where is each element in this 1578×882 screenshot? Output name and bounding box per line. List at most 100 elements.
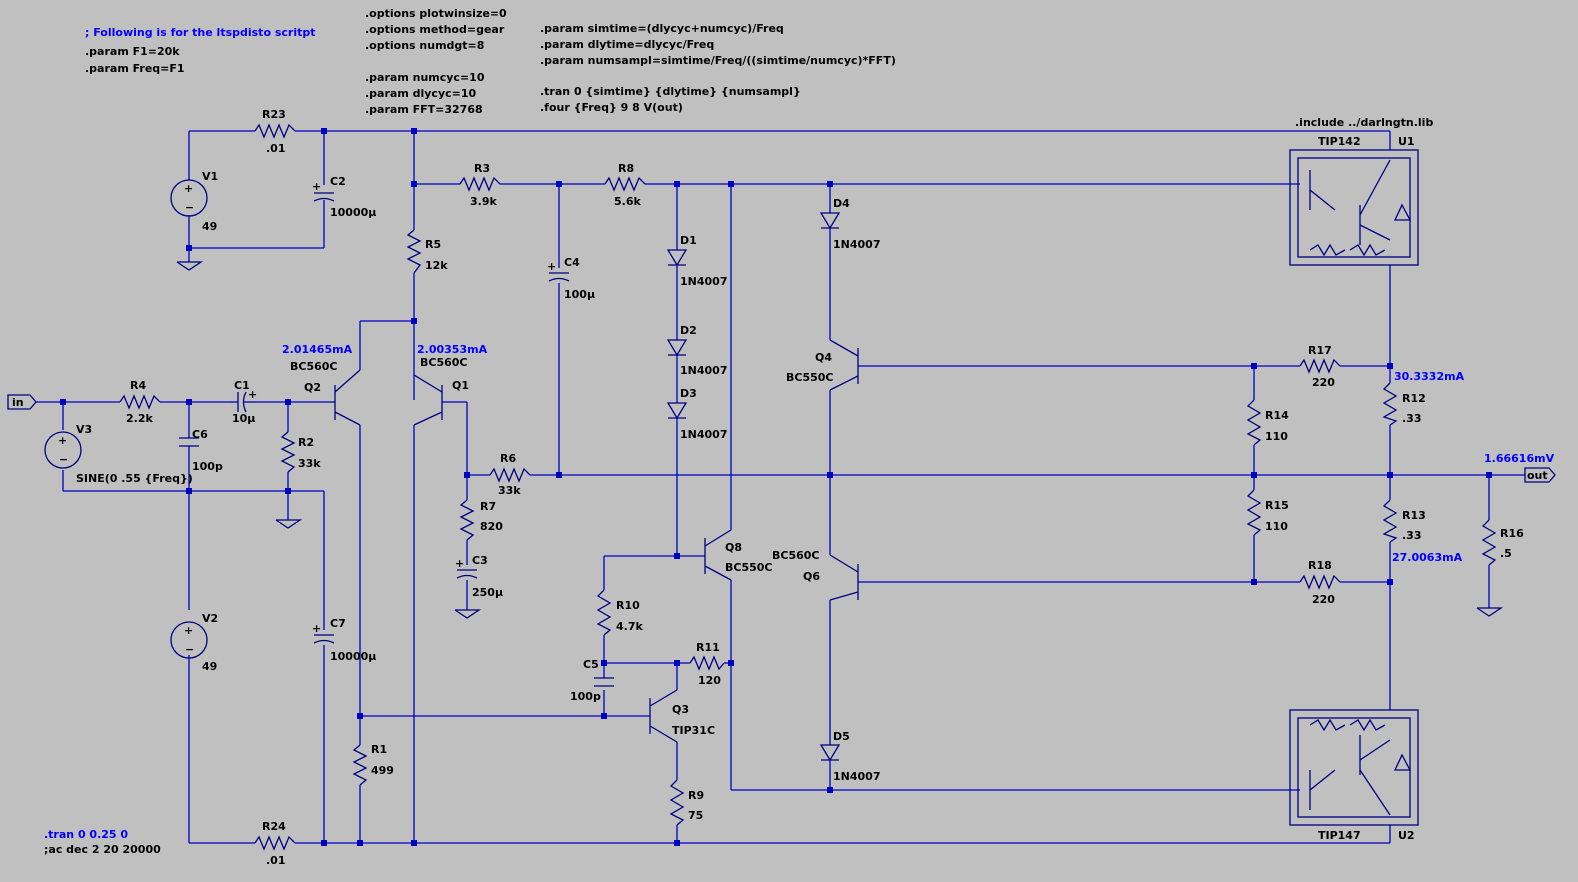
port-out[interactable]: out: [1524, 467, 1556, 483]
darlington-u2[interactable]: [1289, 709, 1419, 826]
label-r6: R6: [500, 452, 516, 465]
darlington-u1[interactable]: [1289, 149, 1419, 266]
label-r4: R4: [130, 379, 146, 392]
capacitor-c5[interactable]: [594, 677, 614, 687]
diode-d3[interactable]: [666, 402, 688, 420]
label-q1: Q1: [452, 379, 469, 392]
four-directive[interactable]: .four {Freq} 9 8 V(out): [540, 101, 683, 114]
label-v2: V2: [202, 612, 218, 625]
resistor-r3[interactable]: [459, 176, 501, 192]
resistor-r11[interactable]: [689, 655, 725, 671]
label-r10: R10: [616, 599, 640, 612]
param-dlycyc[interactable]: .param dlycyc=10: [365, 87, 477, 100]
capacitor-c3[interactable]: +: [455, 557, 478, 579]
resistor-r1[interactable]: [352, 744, 368, 786]
voltage-source-v2[interactable]: +−: [170, 621, 208, 659]
resistor-r6[interactable]: [489, 467, 531, 483]
diode-d5[interactable]: [819, 744, 841, 762]
resistor-r2[interactable]: [280, 431, 296, 473]
svg-text:+: +: [312, 180, 321, 193]
resistor-r15[interactable]: [1246, 489, 1262, 536]
resistor-r10[interactable]: [596, 589, 612, 636]
resistor-r12[interactable]: [1382, 382, 1398, 426]
transistor-q2[interactable]: [330, 369, 361, 426]
param-dlytime[interactable]: .param dlytime=dlycyc/Freq: [540, 38, 714, 51]
svg-text:+: +: [58, 434, 67, 447]
resistor-r7[interactable]: [459, 499, 475, 541]
diode-d2[interactable]: [666, 339, 688, 357]
resistor-r5[interactable]: [406, 229, 422, 274]
value-u2: TIP147: [1318, 829, 1361, 842]
svg-text:+: +: [455, 557, 464, 570]
resistor-r13[interactable]: [1382, 499, 1398, 543]
tran2-directive[interactable]: .tran 0 0.25 0: [44, 828, 128, 841]
svg-text:+: +: [184, 182, 193, 195]
diode-d1[interactable]: [666, 249, 688, 267]
port-in[interactable]: in: [7, 394, 37, 410]
transistor-q1[interactable]: [413, 374, 443, 426]
resistor-r23[interactable]: [254, 123, 296, 139]
label-d1: D1: [680, 234, 697, 247]
label-c3: C3: [472, 554, 488, 567]
include-directive[interactable]: .include ../darlngtn.lib: [1295, 116, 1433, 129]
label-r15: R15: [1265, 499, 1289, 512]
capacitor-c2[interactable]: +: [312, 180, 335, 202]
diode-d4[interactable]: [819, 212, 841, 230]
value-r12: .33: [1402, 412, 1422, 425]
value-v1: 49: [202, 220, 217, 233]
value-c3: 250µ: [472, 586, 503, 599]
label-r9: R9: [688, 789, 704, 802]
ac-comment[interactable]: ;ac dec 2 20 20000: [44, 843, 161, 856]
voltage-source-v3[interactable]: +−: [44, 431, 82, 469]
resistor-r8[interactable]: [604, 176, 646, 192]
label-q4: Q4: [815, 351, 832, 364]
option-method[interactable]: .options method=gear: [365, 23, 505, 36]
label-r18: R18: [1308, 559, 1332, 572]
label-d4: D4: [833, 197, 850, 210]
value-q2: BC560C: [290, 360, 338, 373]
resistor-r18[interactable]: [1299, 574, 1341, 590]
capacitor-c4[interactable]: +: [547, 260, 570, 282]
transistor-q6[interactable]: [829, 554, 859, 601]
param-numsampl[interactable]: .param numsampl=simtime/Freq/((simtime/n…: [540, 54, 896, 67]
value-q3: TIP31C: [672, 724, 715, 737]
wires: [36, 130, 1525, 844]
resistor-r14[interactable]: [1246, 399, 1262, 446]
value-r17: 220: [1312, 376, 1335, 389]
svg-text:−: −: [185, 201, 194, 214]
param-fft[interactable]: .param FFT=32768: [365, 103, 483, 116]
resistor-r16[interactable]: [1481, 519, 1497, 566]
resistor-r24[interactable]: [254, 835, 296, 851]
voltage-source-v1[interactable]: +−: [170, 179, 208, 217]
value-v3: SINE(0 .55 {Freq}): [76, 472, 193, 485]
ground-icon: [1476, 607, 1504, 617]
tran-directive[interactable]: .tran 0 {simtime} {dlytime} {numsampl}: [540, 85, 801, 98]
transistor-q3[interactable]: [649, 689, 678, 743]
label-c6: C6: [192, 428, 208, 441]
value-c1: 10µ: [232, 412, 255, 425]
port-out-label: out: [1527, 469, 1548, 482]
resistor-r4[interactable]: [119, 394, 161, 410]
capacitor-c7[interactable]: +: [312, 622, 335, 644]
capacitor-c6[interactable]: [179, 437, 199, 447]
svg-text:−: −: [59, 453, 68, 466]
comment-directive[interactable]: ; Following is for the ltspdisto scritpt: [85, 26, 315, 39]
option-numdgt[interactable]: .options numdgt=8: [365, 39, 484, 52]
junctions: [60, 128, 1492, 846]
transistor-q8[interactable]: [704, 529, 732, 581]
value-q1: BC560C: [420, 356, 468, 369]
value-q6: BC560C: [772, 549, 820, 562]
value-r23: .01: [266, 142, 286, 155]
resistor-r9[interactable]: [669, 779, 685, 826]
label-r17: R17: [1308, 344, 1332, 357]
label-r8: R8: [618, 162, 634, 175]
param-simtime[interactable]: .param simtime=(dlycyc+numcyc)/Freq: [540, 22, 784, 35]
resistor-r17[interactable]: [1299, 358, 1341, 374]
param-freq[interactable]: .param Freq=F1: [85, 62, 185, 75]
capacitor-c1[interactable]: +: [230, 388, 257, 413]
param-f1[interactable]: .param F1=20k: [85, 45, 180, 58]
param-numcyc[interactable]: .param numcyc=10: [365, 71, 485, 84]
transistor-q4[interactable]: [829, 339, 859, 391]
option-plotwinsize[interactable]: .options plotwinsize=0: [365, 7, 507, 20]
